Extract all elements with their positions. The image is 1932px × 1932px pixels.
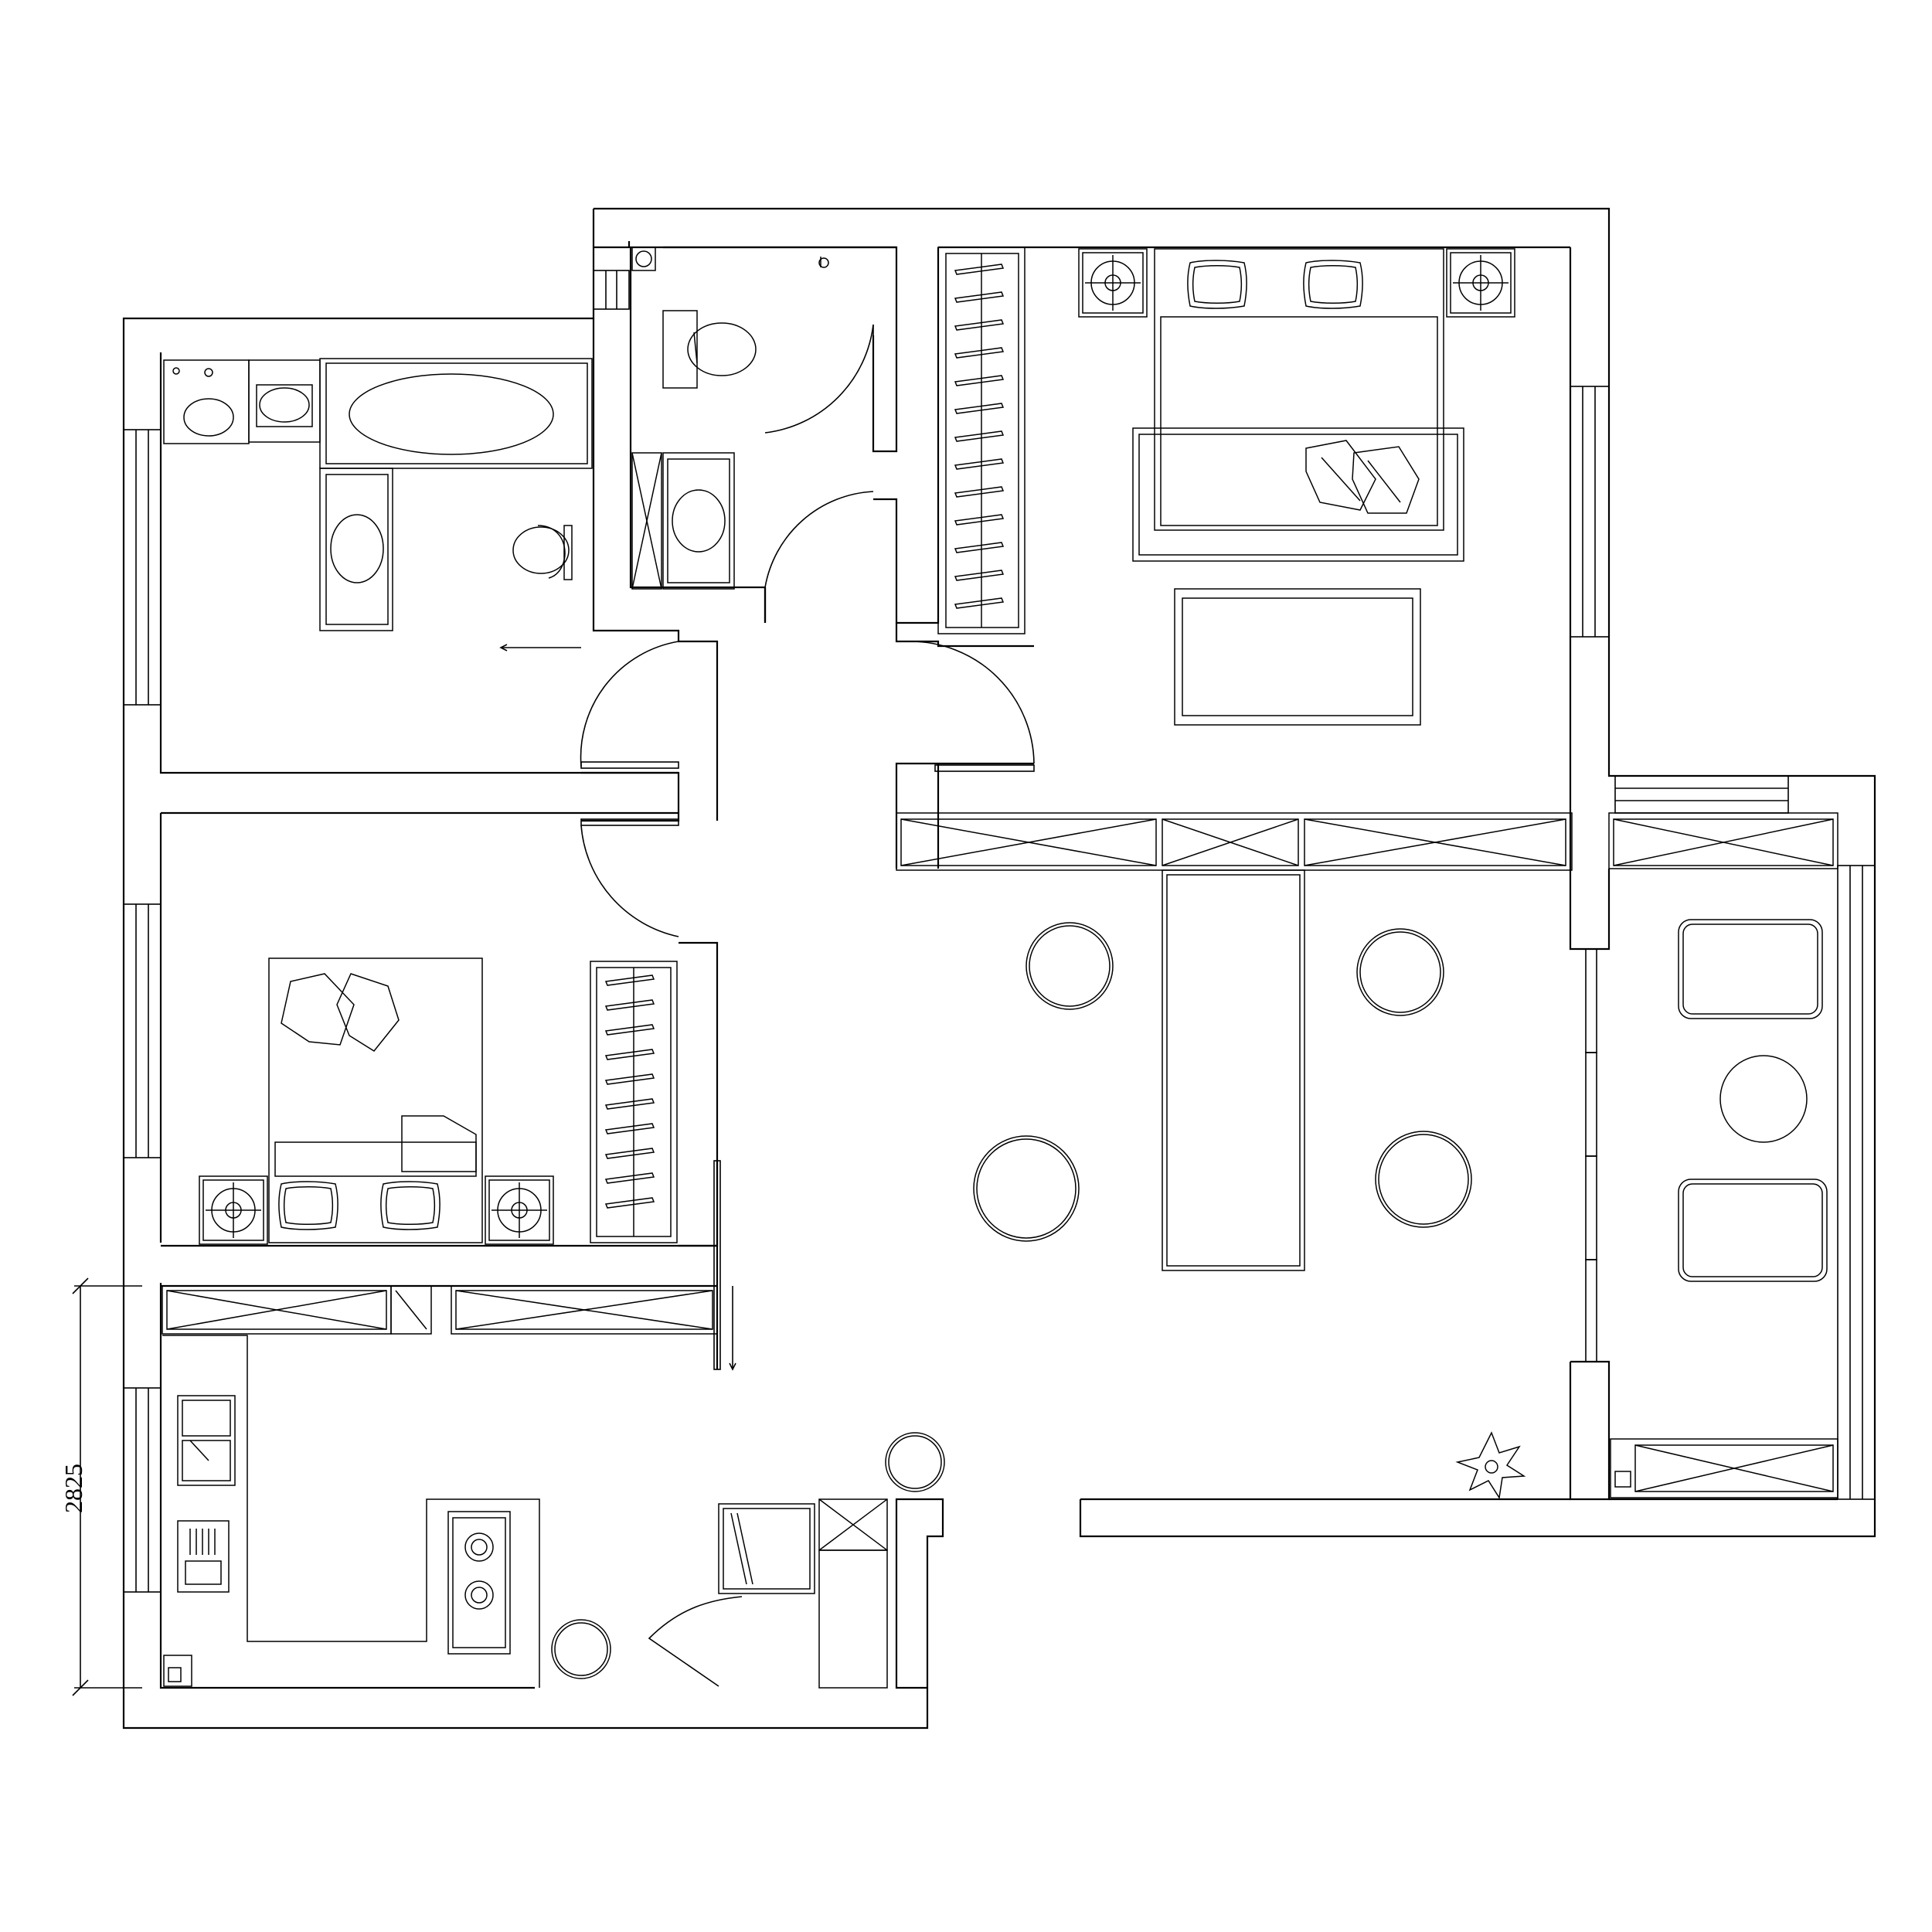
storage-cabinets bbox=[162, 812, 1838, 1498]
doors bbox=[499, 324, 1035, 1687]
windows bbox=[123, 270, 1876, 1593]
master-bedroom bbox=[937, 247, 1515, 726]
kitchen bbox=[162, 1335, 945, 1689]
lamp-icon bbox=[199, 1175, 268, 1245]
wc bbox=[631, 247, 829, 590]
lamp-icon bbox=[485, 1175, 554, 1245]
lamp-icon bbox=[1446, 248, 1515, 318]
balcony bbox=[1678, 919, 1828, 1282]
pillow-icon bbox=[1187, 260, 1363, 309]
pillow-icon bbox=[278, 1181, 440, 1230]
dining-area bbox=[973, 869, 1526, 1500]
dimension-line: 2825 bbox=[60, 1277, 142, 1696]
dimension-label: 2825 bbox=[60, 1464, 87, 1513]
burner-icon bbox=[464, 1532, 494, 1610]
second-bedroom bbox=[199, 957, 678, 1245]
main-bathroom bbox=[163, 358, 593, 631]
plant-icon bbox=[1455, 1431, 1526, 1500]
lamp-icon bbox=[1078, 248, 1148, 318]
